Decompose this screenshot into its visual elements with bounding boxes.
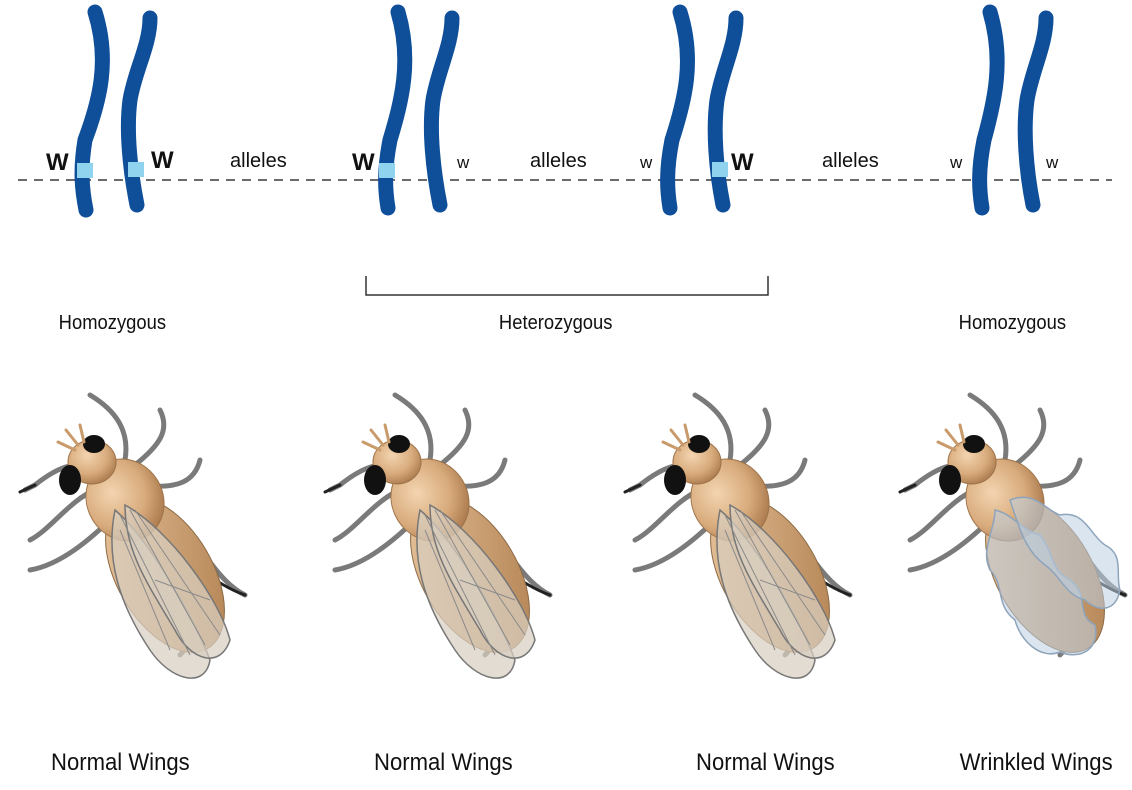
- fly-2-normal-wings: [325, 395, 554, 678]
- chromosome: [668, 12, 688, 208]
- fly-1-normal-wings: [20, 395, 249, 678]
- fly-3-normal-wings: [625, 395, 854, 678]
- allele-label: W: [151, 147, 174, 174]
- allele-band: [77, 163, 93, 178]
- chromosome: [1025, 18, 1046, 205]
- chromosome-pair-4: w w: [949, 12, 1059, 208]
- zygosity-label-left: Homozygous: [59, 313, 166, 333]
- phenotype-label-2: Normal Wings: [374, 751, 513, 775]
- chromosome-pair-2: W w alleles: [352, 12, 587, 208]
- allele-band: [712, 162, 728, 177]
- phenotype-label-3: Normal Wings: [696, 751, 835, 775]
- allele-band: [128, 162, 144, 177]
- chromosome: [386, 12, 405, 208]
- heterozygous-bracket: [366, 276, 768, 295]
- allele-band: [379, 163, 395, 178]
- alleles-label: alleles: [530, 150, 587, 172]
- phenotype-label-4: Wrinkled Wings: [960, 751, 1113, 775]
- allele-label: w: [456, 153, 470, 172]
- zygosity-label-middle: Heterozygous: [499, 313, 613, 333]
- alleles-label: alleles: [230, 150, 287, 172]
- allele-label: w: [1045, 153, 1059, 172]
- chromosome-pair-3: w W alleles: [639, 12, 879, 208]
- alleles-label: alleles: [822, 150, 879, 172]
- phenotype-label-1: Normal Wings: [51, 751, 190, 775]
- fly-4-wrinkled-wings: [900, 395, 1129, 673]
- allele-label: w: [639, 153, 653, 172]
- allele-label: W: [352, 149, 375, 176]
- allele-label: W: [46, 149, 69, 176]
- chromosome: [431, 18, 452, 205]
- allele-label: w: [949, 153, 963, 172]
- allele-label: W: [731, 149, 754, 176]
- zygosity-label-right: Homozygous: [959, 313, 1066, 333]
- chromosome: [980, 12, 998, 208]
